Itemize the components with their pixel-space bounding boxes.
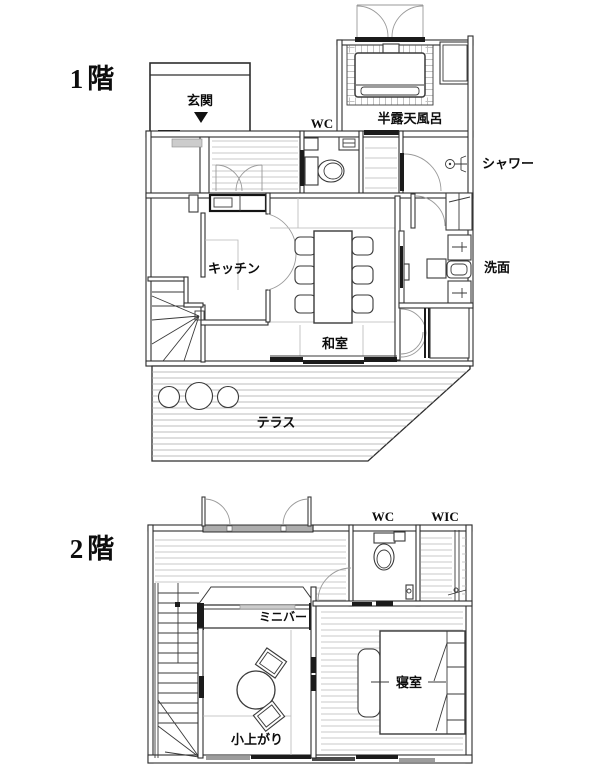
bath-bench (439, 41, 471, 85)
floor2-wic: WIC (421, 509, 467, 601)
terrace-stone (216, 385, 240, 409)
toilet-bowl (317, 159, 345, 183)
shower-label: シャワー (482, 156, 534, 171)
floor2-title: 2階 (70, 534, 119, 564)
floor2-balcony-doors (201, 496, 314, 533)
wc1-label: WC (311, 116, 333, 131)
bath-step (382, 43, 400, 54)
floor1-hall (171, 130, 305, 197)
wc2-label: WC (372, 509, 394, 524)
terrace-stone (184, 381, 214, 411)
kitchen-dining-doors (265, 192, 297, 323)
shower-head-icon (445, 159, 455, 169)
wic-label: WIC (431, 509, 458, 524)
corridor-wall (145, 192, 474, 199)
dining-table (313, 230, 353, 324)
floor-cushion (252, 699, 286, 733)
stool (426, 258, 447, 279)
toilet-tank (373, 532, 396, 544)
terrace-stone (157, 385, 181, 409)
floor2-wc: WC (312, 509, 473, 607)
kitchen-counter (208, 193, 268, 213)
bath-label: 半露天風呂 (377, 111, 442, 126)
floor2-bedroom: 寝室 (321, 611, 466, 751)
bed (379, 630, 466, 735)
floor1-terrace: テラス (151, 365, 471, 462)
floor1-wc: WC (300, 116, 364, 197)
terrace-label: テラス (257, 415, 296, 430)
floor1-kitchen: キッチン (188, 193, 269, 363)
wash-basin (446, 260, 472, 279)
floor2-outer-walls (147, 524, 473, 764)
floor2-hall (155, 539, 346, 601)
floor1-shower: シャワー (365, 130, 534, 197)
floor2-plan: 2階 (70, 496, 473, 764)
floor1-title: 1階 (70, 64, 119, 94)
washitsu-label: 和室 (322, 336, 348, 351)
washroom-label: 洗面 (484, 260, 510, 275)
floor1-plan: 1階 玄関 (70, 4, 534, 462)
bed-pillow (357, 648, 381, 718)
minibar-label: ミニバー (259, 610, 307, 624)
floor2-koagari: ミニバー 小上がり (197, 586, 317, 759)
toilet-bowl (373, 543, 395, 571)
koagari-label: 小上がり (231, 732, 283, 747)
sink-upper (447, 234, 472, 261)
bathtub (354, 52, 426, 98)
floor1-washroom: 洗面 (398, 192, 510, 309)
hanger-icon (447, 589, 467, 596)
genkan-label: 玄関 (187, 93, 213, 108)
floor1-stairs (147, 276, 205, 362)
floor1-washitsu: 和室 (270, 195, 424, 364)
floor2-stairs (154, 583, 200, 758)
floor1-entrance: 玄関 (149, 62, 251, 136)
toilet-tank (304, 156, 319, 186)
floor1-storage (400, 307, 470, 359)
bedroom-label: 寝室 (396, 675, 422, 690)
floor1-bath: 半露天風呂 (336, 4, 474, 136)
floor-cushion (254, 647, 288, 679)
entrance-arrow-icon (194, 112, 208, 123)
round-table (236, 670, 276, 710)
kitchen-label: キッチン (208, 261, 260, 276)
